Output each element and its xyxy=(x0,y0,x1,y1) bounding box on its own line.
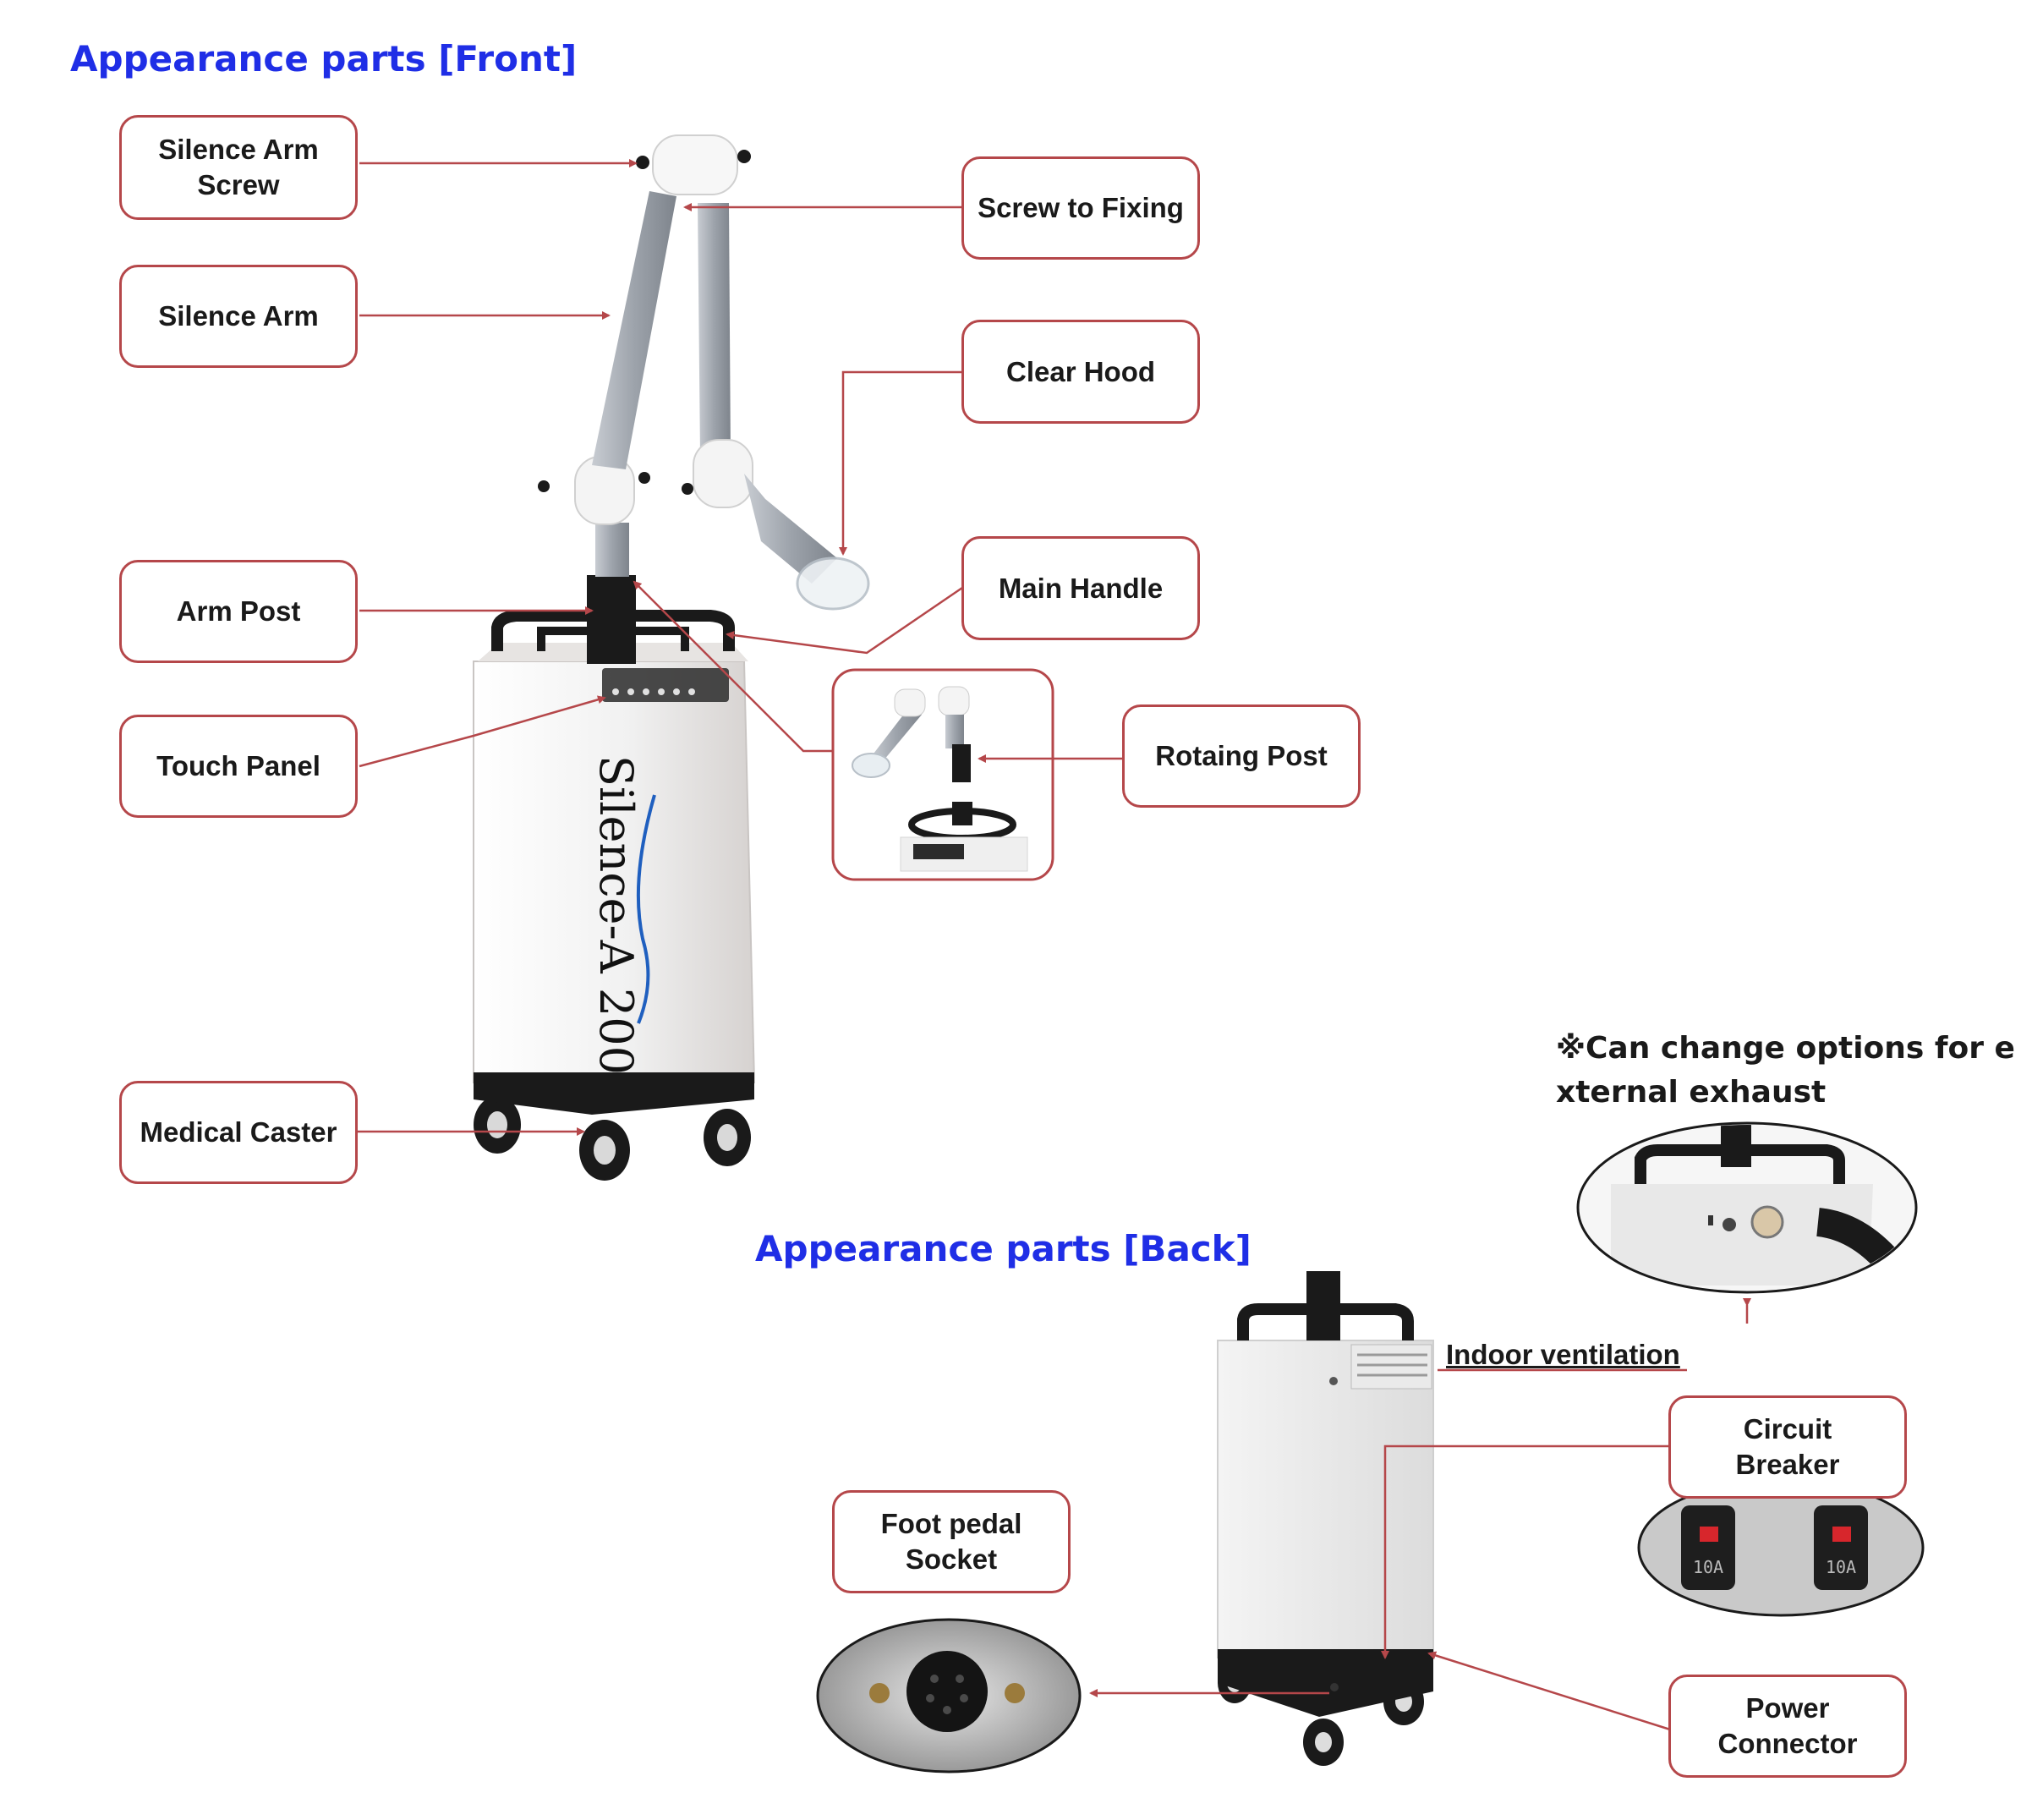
arm-screws xyxy=(538,150,751,495)
touch-panel-shape xyxy=(602,668,729,702)
label-power-connector: Power Connector xyxy=(1668,1675,1907,1778)
label-silence-arm: Silence Arm xyxy=(119,265,358,368)
external-exhaust-inset xyxy=(1576,1121,1918,1294)
circuit-breaker-inset: 10A 10A xyxy=(1637,1478,1925,1617)
label-foot-pedal-socket: Foot pedal Socket xyxy=(832,1490,1071,1593)
back-section-title: Appearance parts [Back] xyxy=(755,1228,1251,1269)
label-medical-caster: Medical Caster xyxy=(119,1081,358,1184)
label-clear-hood: Clear Hood xyxy=(961,320,1200,424)
label-circuit-breaker: Circuit Breaker xyxy=(1668,1395,1907,1499)
back-device-illustration xyxy=(1217,1271,1434,1766)
leader-lines xyxy=(357,159,1751,1731)
label-screw-to-fixing: Screw to Fixing xyxy=(961,156,1200,260)
front-section-title: Appearance parts [Front] xyxy=(70,38,578,79)
brand-text: Silence-A 200 xyxy=(589,755,643,1075)
rotating-post-inset-drawing xyxy=(852,686,1028,872)
front-device-illustration: Silence-A 200 xyxy=(473,134,870,1181)
breaker-rating-left: 10A xyxy=(1693,1557,1723,1577)
arm-post-shape xyxy=(587,575,636,664)
label-rotating-post: Rotaing Post xyxy=(1122,704,1361,808)
label-indoor-ventilation: Indoor ventilation xyxy=(1446,1339,1680,1370)
label-touch-panel: Touch Panel xyxy=(119,715,358,818)
silence-arm-tube-2 xyxy=(698,203,731,457)
rotating-post-inset-frame xyxy=(831,668,1054,881)
foot-pedal-socket-inset xyxy=(816,1618,1082,1773)
label-main-handle: Main Handle xyxy=(961,536,1200,640)
clear-hood-shape xyxy=(796,556,870,611)
silence-arm-tube-1 xyxy=(592,191,676,469)
front-casters xyxy=(474,1096,751,1181)
external-exhaust-note: ※Can change options for e xternal exhaus… xyxy=(1556,1031,2015,1110)
label-arm-post: Arm Post xyxy=(119,560,358,663)
breaker-rating-right: 10A xyxy=(1826,1557,1856,1577)
label-silence-arm-screw: Silence Arm Screw xyxy=(119,115,358,220)
